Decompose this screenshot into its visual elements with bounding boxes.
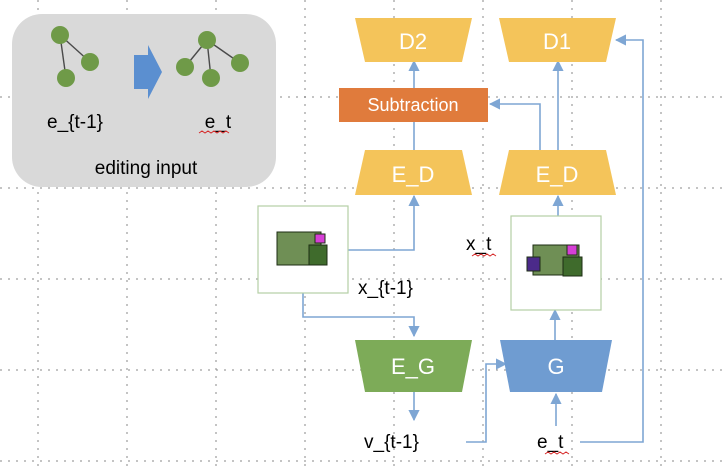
subtraction-block: Subtraction — [339, 88, 488, 122]
ed-right-label: E_D — [536, 162, 579, 187]
x-prev-label: x_{t-1} — [358, 278, 413, 299]
d1-label: D1 — [543, 29, 571, 54]
arrow-et-to-d1 — [580, 34, 644, 443]
spellcheck-underline — [198, 130, 230, 134]
arrow-right-icon — [134, 45, 162, 99]
graph-curr-icon — [176, 31, 249, 87]
arrow-v-to-g — [466, 358, 508, 443]
g-label: G — [547, 354, 564, 379]
arrow-edr-to-subtraction — [488, 98, 541, 150]
ed-left-label: E_D — [392, 162, 435, 187]
graph-prev-icon — [51, 26, 99, 87]
eg-block: E_G — [355, 340, 472, 392]
ed-left-block: E_D — [355, 150, 472, 195]
g-block: G — [500, 340, 612, 392]
d1-block: D1 — [499, 18, 616, 62]
image-x-prev — [257, 205, 349, 294]
d2-block: D2 — [355, 18, 472, 62]
image-x-curr — [510, 215, 602, 311]
e-curr-label: e_t — [205, 112, 232, 133]
spellcheck-underline — [471, 253, 497, 257]
e-t-label: e_t — [537, 432, 564, 453]
v-prev-label: v_{t-1} — [364, 432, 419, 453]
arrow-img-prev-to-ed — [348, 194, 420, 251]
d2-label: D2 — [399, 29, 427, 54]
editing-input-caption: editing input — [95, 158, 198, 179]
e-prev-label: e_{t-1} — [47, 112, 103, 133]
ed-right-block: E_D — [499, 150, 616, 195]
eg-label: E_G — [391, 354, 435, 379]
arrow-img-prev-to-eg — [302, 292, 420, 338]
x-curr-label: x_t — [466, 234, 492, 255]
editing-input-panel: e_{t-1} e_t editing input — [12, 14, 276, 187]
spellcheck-underline — [544, 451, 570, 455]
subtraction-label: Subtraction — [367, 95, 458, 115]
